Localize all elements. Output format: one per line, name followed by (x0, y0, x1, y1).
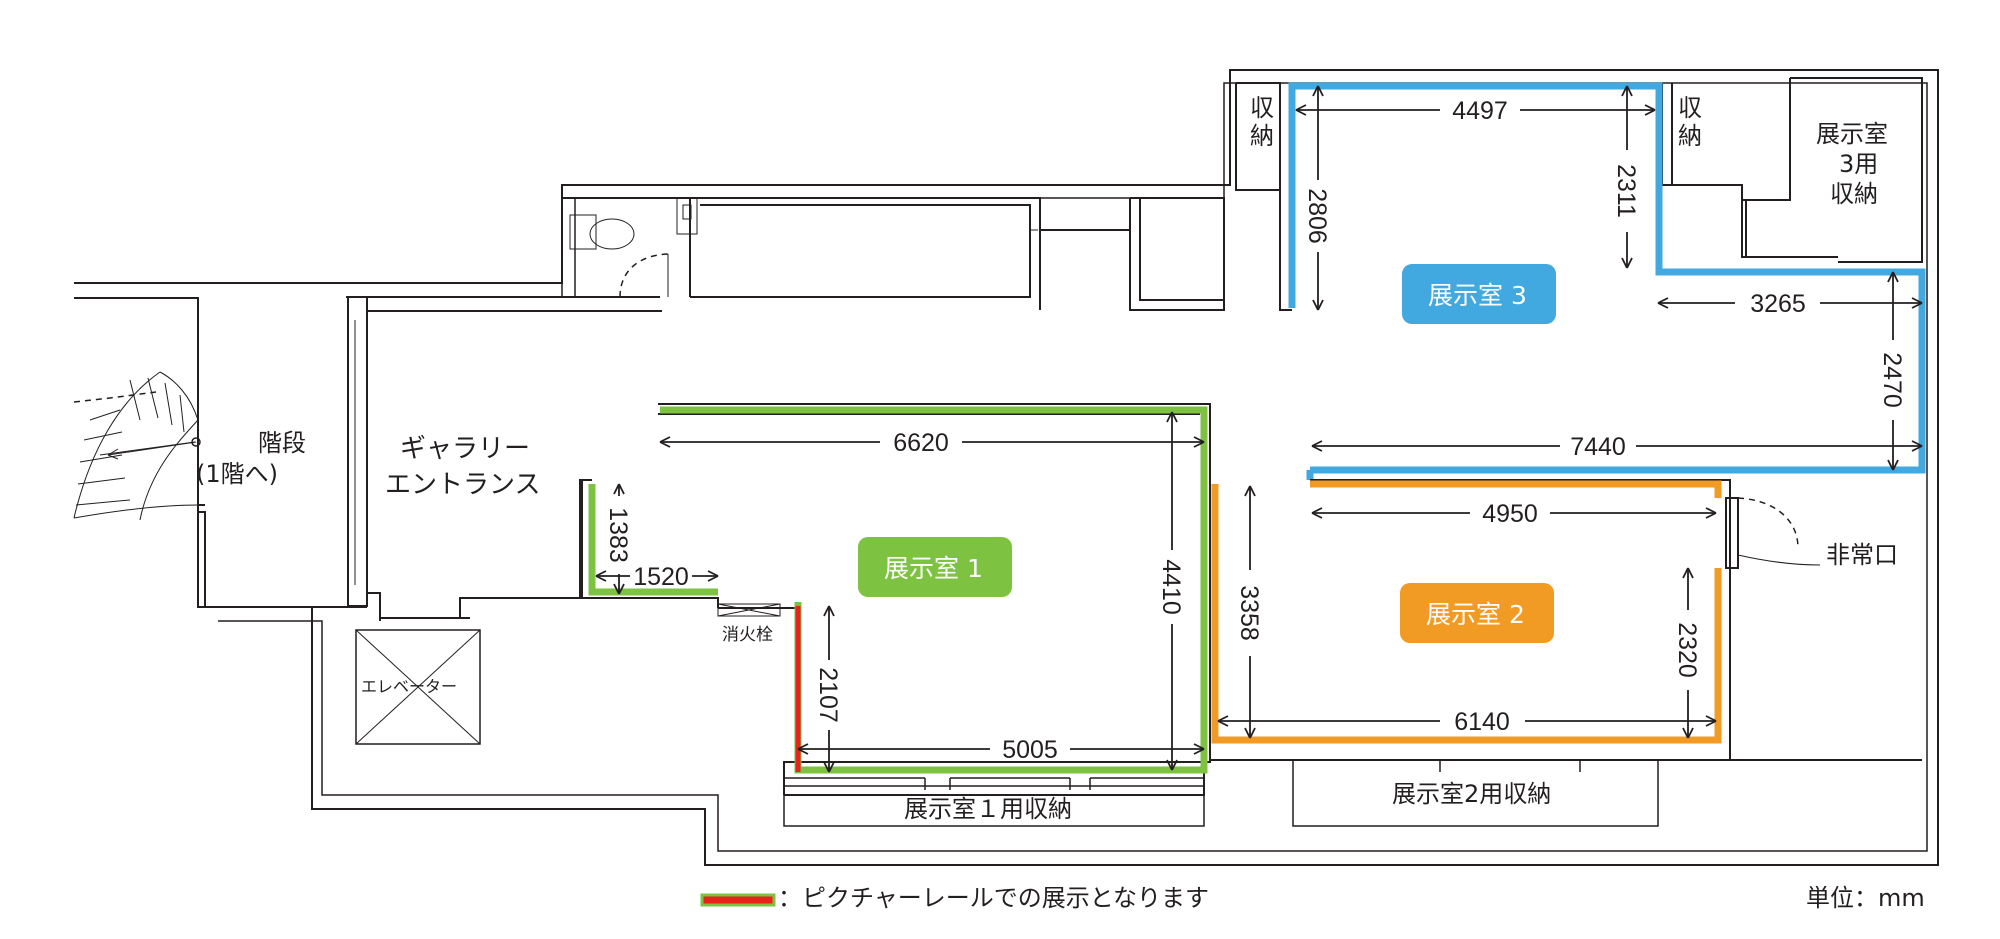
unit-label: 単位：mm (1806, 884, 1925, 912)
dim-room1-right: 4410 (1157, 559, 1185, 615)
storage3-label-1: 展示室 (1816, 120, 1888, 148)
storage-mid-label-1: 収 (1678, 94, 1702, 122)
stairs-label: 階段 (258, 429, 306, 457)
dimension-lines (595, 85, 1923, 773)
dim-room3-top: 4497 (1452, 97, 1508, 125)
storage-left-label-1: 収 (1250, 94, 1274, 122)
entrance-label-2: エントランス (385, 470, 540, 500)
dim-room1-top: 6620 (893, 429, 949, 457)
room3-rail (1288, 82, 1926, 480)
dim-room1-bottom: 5005 (1002, 736, 1058, 764)
dim-room3-bottom: 7440 (1570, 433, 1626, 461)
dim-room3-mid: 2311 (1612, 164, 1640, 218)
storage-room1-label: 展示室１用収納 (904, 795, 1072, 823)
entrance-label-1: ギャラリー (400, 434, 530, 464)
storage-mid-label-2: 納 (1678, 122, 1702, 150)
dim-room1-alcove-h: 1383 (604, 507, 632, 563)
dim-room3-left: 2806 (1303, 188, 1331, 244)
stairs-sub-label: (1階へ) (196, 460, 278, 488)
dim-room2-top: 4950 (1482, 500, 1538, 528)
storage-left-label-2: 納 (1250, 122, 1274, 150)
dim-room3-right: 2470 (1878, 352, 1906, 408)
elevator-shaft (311, 606, 481, 795)
room3-badge-label: 展示室 3 (1428, 281, 1527, 310)
dim-room1-alcove-w: 1520 (633, 563, 689, 591)
legend-swatch (700, 893, 776, 907)
room-badges: 展示室 1 展示室 2 展示室 3 (858, 264, 1556, 643)
room2-walls (1216, 479, 1821, 827)
storage3-label-2: 3用 (1839, 150, 1878, 178)
dim-room1-rail: 2107 (814, 667, 842, 723)
room2-badge-label: 展示室 2 (1426, 600, 1525, 629)
room2-badge (1400, 583, 1554, 643)
dim-room2-right: 2320 (1673, 622, 1701, 678)
hydrant-label: 消火栓 (722, 625, 773, 645)
staircase (73, 371, 201, 521)
dimension-values: 4497 2806 2311 3265 2470 7440 6620 4410 … (604, 97, 1906, 764)
legend: ：ピクチャーレールでの展示となります 単位：mm (700, 884, 1925, 912)
storage-room2-label: 展示室2用収納 (1392, 780, 1551, 808)
room2-rail (1211, 480, 1722, 744)
legend-text: ：ピクチャーレールでの展示となります (778, 884, 1209, 912)
building-walls (74, 69, 1939, 866)
elevator-label: エレベーター (361, 677, 457, 696)
room1-badge-label: 展示室 1 (884, 554, 983, 583)
dim-room3-right-top: 3265 (1750, 290, 1806, 318)
dim-room2-left: 3358 (1235, 585, 1263, 641)
emergency-exit-label: 非常口 (1826, 541, 1898, 569)
room1-storage (783, 785, 1205, 827)
room1-rail (588, 406, 1208, 774)
dim-room2-bottom: 6140 (1454, 708, 1510, 736)
labels: 階段 (1階へ) ギャラリー エントランス エレベーター 消火栓 非常口 収 納… (196, 94, 1898, 823)
storage-right (1661, 77, 1923, 263)
storage-left (1235, 82, 1292, 311)
storage3-label-3: 収納 (1830, 180, 1878, 208)
room3-badge (1402, 264, 1556, 324)
toilet-room (562, 197, 1225, 311)
room1-badge (858, 537, 1012, 597)
